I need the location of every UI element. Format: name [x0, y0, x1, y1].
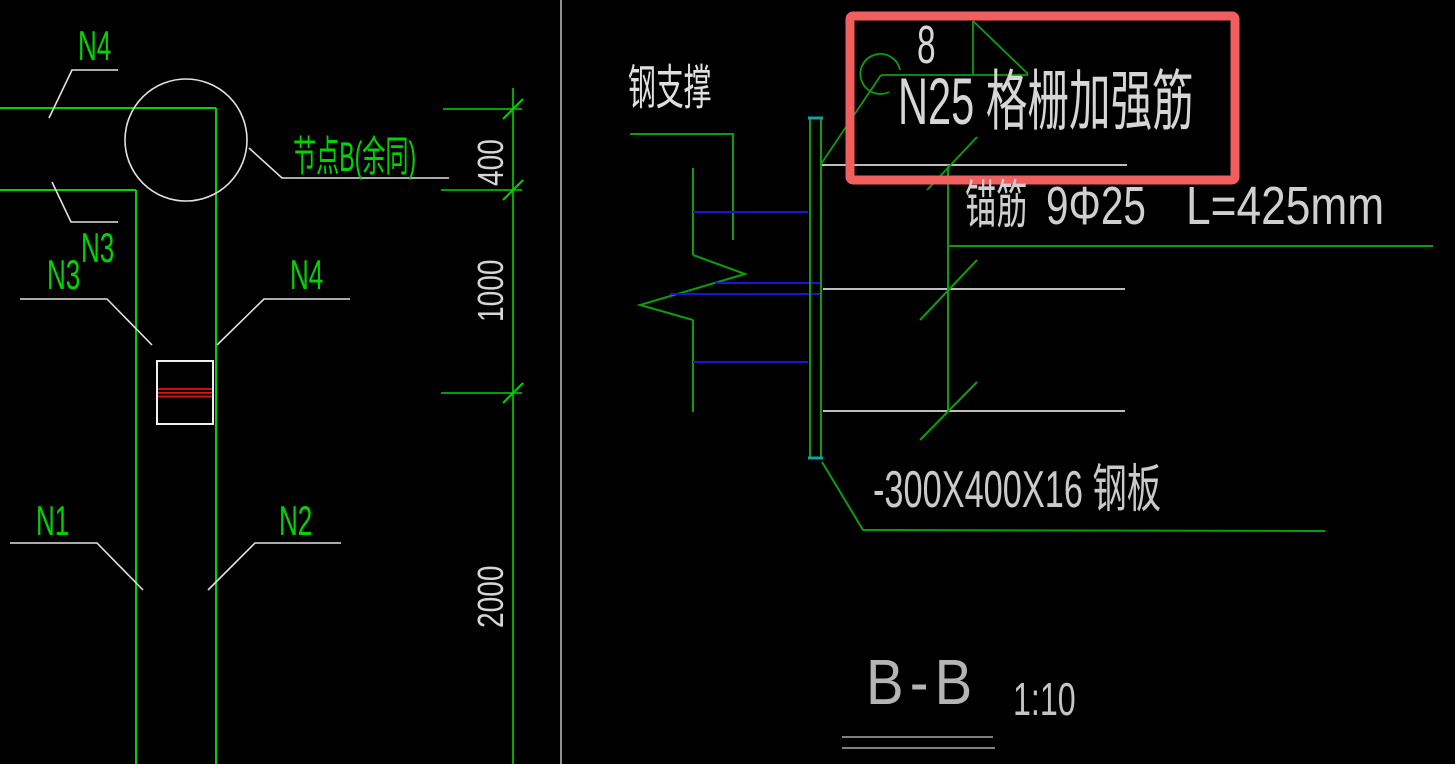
section-b-b — [630, 11, 1433, 749]
leader-n1 — [10, 542, 144, 591]
label-n1: N1 — [36, 497, 70, 544]
dim-value-2000: 2000 — [470, 565, 511, 628]
leader-n2 — [207, 542, 341, 591]
anchor-spec-value: 9Φ25 — [1046, 176, 1146, 236]
label-n3-upper: N3 — [81, 224, 115, 271]
break-symbol — [636, 254, 749, 321]
dim-value-1000: 1000 — [470, 259, 511, 322]
label-n4-top: N4 — [78, 22, 112, 69]
label-node-b: 节点B(余同) — [293, 133, 417, 180]
leader-slash — [919, 381, 978, 441]
label-n4-mid: N4 — [290, 251, 324, 298]
weld-size-value: 8 — [917, 15, 936, 75]
plate-leader — [821, 461, 1326, 532]
label-anchor: 锚筋 — [965, 177, 1028, 235]
joint-plate-rect — [156, 360, 214, 425]
dim-value-400: 400 — [470, 139, 511, 186]
leader-n3-upper — [51, 181, 118, 223]
dim-tick — [502, 98, 524, 120]
label-steel-plate: -300X400X16 钢板 — [873, 461, 1162, 519]
left-elevation — [0, 69, 524, 764]
label-n3-lower: N3 — [47, 251, 81, 298]
dim-tick — [502, 179, 524, 201]
anchor-length-value: L=425mm — [1186, 176, 1385, 236]
red-highlight-box — [845, 11, 1240, 185]
section-scale: 1:10 — [1013, 673, 1076, 725]
leader-n3-lower — [20, 298, 153, 346]
leader-n4-mid — [216, 298, 350, 346]
dimension-string — [441, 88, 524, 764]
label-n2: N2 — [279, 497, 313, 544]
label-steel-support: 钢支撑 — [628, 62, 712, 115]
label-n25-grating-rebar: N25 格栅加强筋 — [898, 64, 1194, 138]
leader-n4-top — [48, 69, 118, 119]
section-title: B-B — [866, 646, 979, 718]
detail-circle-node-b — [124, 78, 248, 202]
leader-slash — [919, 259, 978, 321]
dim-tick — [502, 382, 524, 404]
fillet-weld-triangle — [972, 20, 1029, 75]
steel-support-edge — [630, 133, 734, 240]
weld-all-around-circle — [859, 53, 901, 95]
leader-node-b — [248, 147, 449, 179]
